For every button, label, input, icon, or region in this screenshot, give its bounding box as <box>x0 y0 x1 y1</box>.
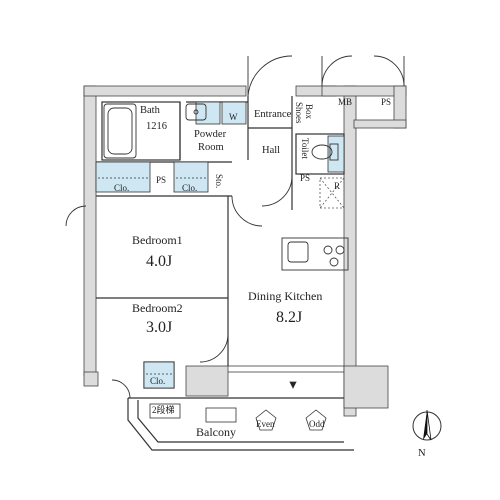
bath-size-label: 1216 <box>146 121 167 132</box>
shoes-box-label-1: Shoes <box>294 102 304 124</box>
balcony-label: Balcony <box>196 425 236 439</box>
bedroom1-label: Bedroom1 <box>132 233 183 247</box>
hall-label: Hall <box>262 145 281 156</box>
storage-areas <box>95 101 345 389</box>
toilet-fixture <box>311 143 339 161</box>
exterior-walls <box>83 85 407 417</box>
washer-mark: W <box>229 112 238 122</box>
closet-bottom-label: Clo. <box>150 376 166 386</box>
ps-top-label: PS <box>381 97 392 107</box>
north-arrow-icon <box>409 406 445 454</box>
dining-kitchen-label: Dining Kitchen <box>248 289 323 303</box>
ladder-label: 2段梯 <box>152 405 175 415</box>
storage-label: Sto. <box>214 174 224 189</box>
washbasin <box>185 103 207 121</box>
ps-small-label: PS <box>300 173 311 183</box>
bedroom2-size: 3.0J <box>146 319 173 336</box>
south-window <box>228 365 344 389</box>
closet-left-label: Clo. <box>114 183 130 193</box>
kitchen-counter <box>281 237 349 271</box>
bedroom1-size: 4.0J <box>146 253 173 270</box>
north-label: N <box>418 448 426 459</box>
odd-label: Odd <box>309 419 325 429</box>
bedroom2-label: Bedroom2 <box>132 301 183 315</box>
toilet-label: Toilet <box>300 138 310 159</box>
even-label: Even <box>256 419 275 429</box>
ps-mid-label: PS <box>156 175 167 185</box>
powder-room-label-2: Room <box>198 142 224 153</box>
powder-room-label-1: Powder <box>194 129 227 140</box>
shoes-box-label-2: Box <box>304 104 314 120</box>
bathtub <box>103 103 137 159</box>
r-hatch <box>319 177 345 209</box>
closet-mid-label: Clo. <box>182 183 198 193</box>
balcony-hatches <box>149 403 327 431</box>
interior-walls <box>96 96 354 451</box>
shelf-lines <box>98 177 206 375</box>
door-swings <box>65 55 405 399</box>
dining-kitchen-size: 8.2J <box>276 309 303 326</box>
mb-label: MB <box>338 97 353 107</box>
entrance-label: Entrance <box>254 109 292 120</box>
bath-label: Bath <box>140 105 160 116</box>
r-label: R <box>334 181 341 191</box>
